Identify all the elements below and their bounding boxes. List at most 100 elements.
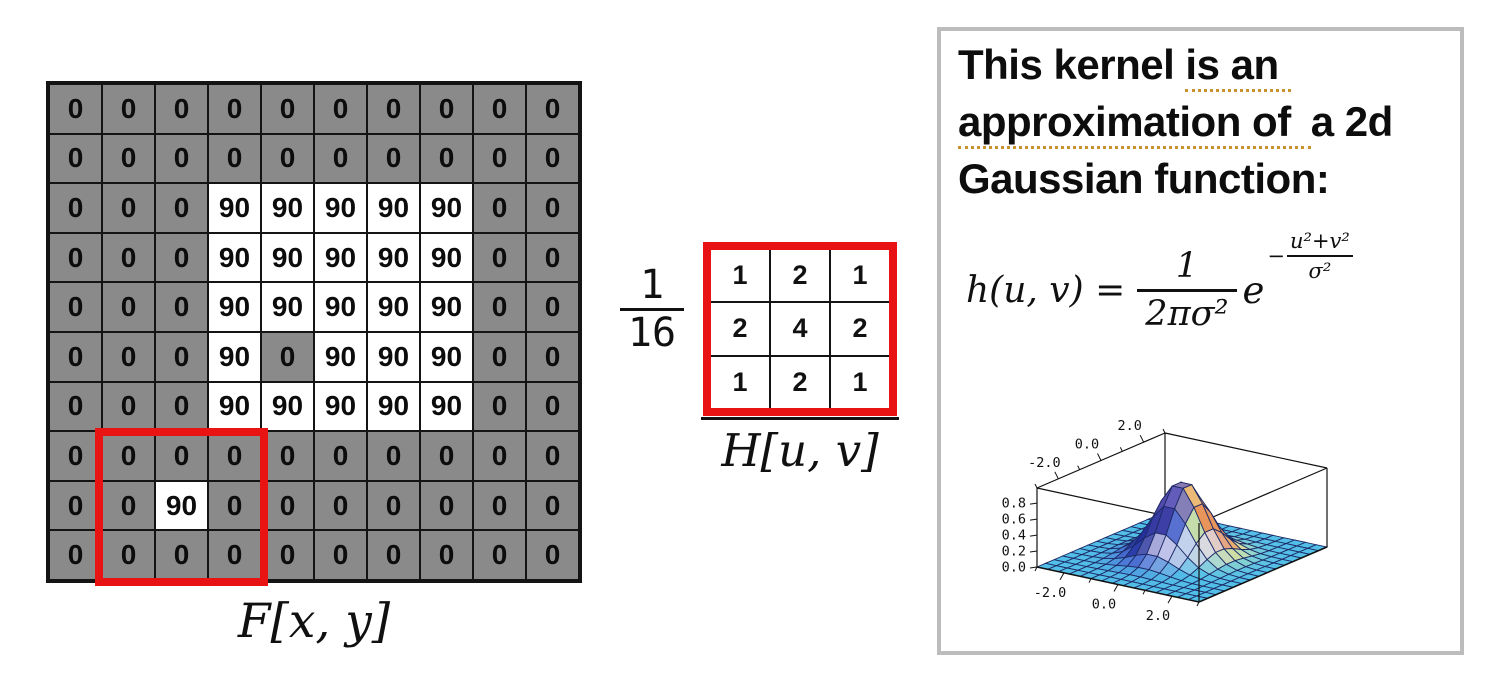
f-grid-cell: 90 — [368, 283, 419, 331]
svg-text:-2.0: -2.0 — [1028, 455, 1061, 471]
f-grid-cell: 90 — [368, 184, 419, 232]
f-grid-cell: 90 — [209, 332, 260, 381]
f-grid-cell: 0 — [421, 85, 472, 133]
f-grid-cell: 90 — [262, 283, 313, 331]
f-grid-cell: 0 — [527, 134, 578, 183]
f-grid-cell: 0 — [527, 283, 578, 331]
f-grid-cell: 0 — [368, 85, 419, 133]
f-grid-cell: 0 — [103, 85, 154, 133]
f-grid-cell: 0 — [421, 481, 472, 530]
f-grid-cell: 90 — [262, 184, 313, 232]
f-grid-cell: 90 — [209, 184, 260, 232]
f-grid-cell: 0 — [50, 432, 101, 480]
kernel-cell: 1 — [711, 356, 769, 408]
f-grid-cell: 0 — [103, 134, 154, 183]
f-grid-cell: 0 — [315, 134, 366, 183]
info-text-line2-plain: a 2d — [1310, 98, 1394, 145]
f-grid-cell: 90 — [368, 332, 419, 381]
f-grid-cell: 0 — [156, 233, 207, 282]
kernel-grid: 1 2 1 2 4 2 1 2 1 — [711, 250, 889, 408]
formula-exponent-fraction: u²+v² σ² — [1287, 229, 1353, 283]
f-grid-cell: 0 — [474, 283, 525, 331]
info-text-line1-plain: This kernel — [958, 41, 1186, 88]
formula-fraction-numerator: 1 — [1175, 246, 1199, 286]
f-grid-cell: 0 — [103, 382, 154, 431]
f-grid-cell: 90 — [421, 332, 472, 381]
kernel-cell: 4 — [771, 303, 829, 355]
f-grid-cell: 0 — [50, 134, 101, 183]
f-grid-cell: 0 — [103, 481, 154, 530]
f-grid-cell: 90 — [421, 233, 472, 282]
f-grid-cell: 90 — [421, 283, 472, 331]
f-grid-cell: 90 — [315, 283, 366, 331]
f-grid-cell: 0 — [315, 85, 366, 133]
f-grid-label: F[x, y] — [237, 594, 391, 649]
f-grid-cell: 0 — [368, 481, 419, 530]
kernel-cell: 2 — [771, 250, 829, 302]
f-grid-cell: 0 — [50, 332, 101, 381]
f-grid-cell: 0 — [156, 134, 207, 183]
f-grid-cell: 0 — [527, 531, 578, 579]
formula-exponent-numerator: u²+v² — [1287, 229, 1353, 257]
f-grid-cell: 0 — [50, 481, 101, 530]
f-grid-cell: 0 — [474, 382, 525, 431]
svg-text:0.0: 0.0 — [1092, 597, 1116, 613]
f-grid-cell: 0 — [474, 332, 525, 381]
f-grid-cell: 0 — [421, 531, 472, 579]
svg-text:2.0: 2.0 — [1146, 608, 1170, 624]
f-grid-cell: 0 — [209, 481, 260, 530]
f-grid-cell: 0 — [421, 134, 472, 183]
f-grid-cell: 0 — [103, 283, 154, 331]
coefficient-numerator: 1 — [639, 262, 665, 308]
svg-text:0.4: 0.4 — [1002, 528, 1026, 544]
f-grid-cell: 0 — [103, 432, 154, 480]
f-grid-cell: 0 — [50, 382, 101, 431]
svg-text:0.8: 0.8 — [1002, 496, 1026, 512]
f-grid-cell: 0 — [156, 432, 207, 480]
f-grid-cell: 0 — [156, 531, 207, 579]
info-text-line2-spellcheck: approximation of — [958, 98, 1311, 149]
f-grid-cell: 0 — [527, 332, 578, 381]
f-grid-cell: 0 — [262, 332, 313, 381]
f-grid-cell: 90 — [421, 382, 472, 431]
f-grid-cell: 0 — [50, 283, 101, 331]
f-grid-cell: 0 — [209, 134, 260, 183]
f-grid-cell: 0 — [262, 432, 313, 480]
f-grid-cell: 0 — [527, 184, 578, 232]
kernel-grid-underline — [701, 417, 899, 420]
kernel-coefficient-fraction: 1 16 — [620, 263, 684, 356]
f-grid-cell: 90 — [315, 184, 366, 232]
f-grid-cell: 0 — [262, 481, 313, 530]
f-grid-cell: 0 — [315, 481, 366, 530]
f-grid-cell: 0 — [527, 233, 578, 282]
f-grid-cell: 90 — [209, 233, 260, 282]
kernel-cell: 1 — [831, 250, 889, 302]
f-grid-cell: 0 — [474, 481, 525, 530]
f-grid-cell: 0 — [474, 184, 525, 232]
f-grid-cell: 0 — [474, 233, 525, 282]
f-grid-cell: 90 — [156, 481, 207, 530]
f-grid-cell: 0 — [50, 531, 101, 579]
f-grid-cell: 0 — [262, 531, 313, 579]
f-grid-cell: 0 — [50, 233, 101, 282]
f-grid-cell: 0 — [156, 283, 207, 331]
f-grid-cell: 0 — [527, 85, 578, 133]
f-grid-cell: 0 — [156, 332, 207, 381]
kernel-window-highlight — [95, 428, 268, 586]
f-grid-cell: 0 — [474, 531, 525, 579]
gaussian-formula: h(u, v) = 1 2πσ² e − u²+v² σ² — [966, 229, 1353, 334]
f-grid-cell: 0 — [103, 332, 154, 381]
svg-text:0.6: 0.6 — [1002, 512, 1026, 528]
info-text-line1-spellcheck: is an — [1185, 41, 1291, 92]
kernel-grid-frame: 1 2 1 2 4 2 1 2 1 — [703, 242, 897, 416]
surface-mesh — [1035, 481, 1329, 603]
f-grid-cell: 90 — [421, 184, 472, 232]
f-grid-cell: 0 — [103, 184, 154, 232]
f-grid-cell: 0 — [50, 85, 101, 133]
f-grid-cell: 0 — [262, 85, 313, 133]
coefficient-denominator: 16 — [620, 307, 684, 356]
f-grid-cell: 0 — [156, 184, 207, 232]
